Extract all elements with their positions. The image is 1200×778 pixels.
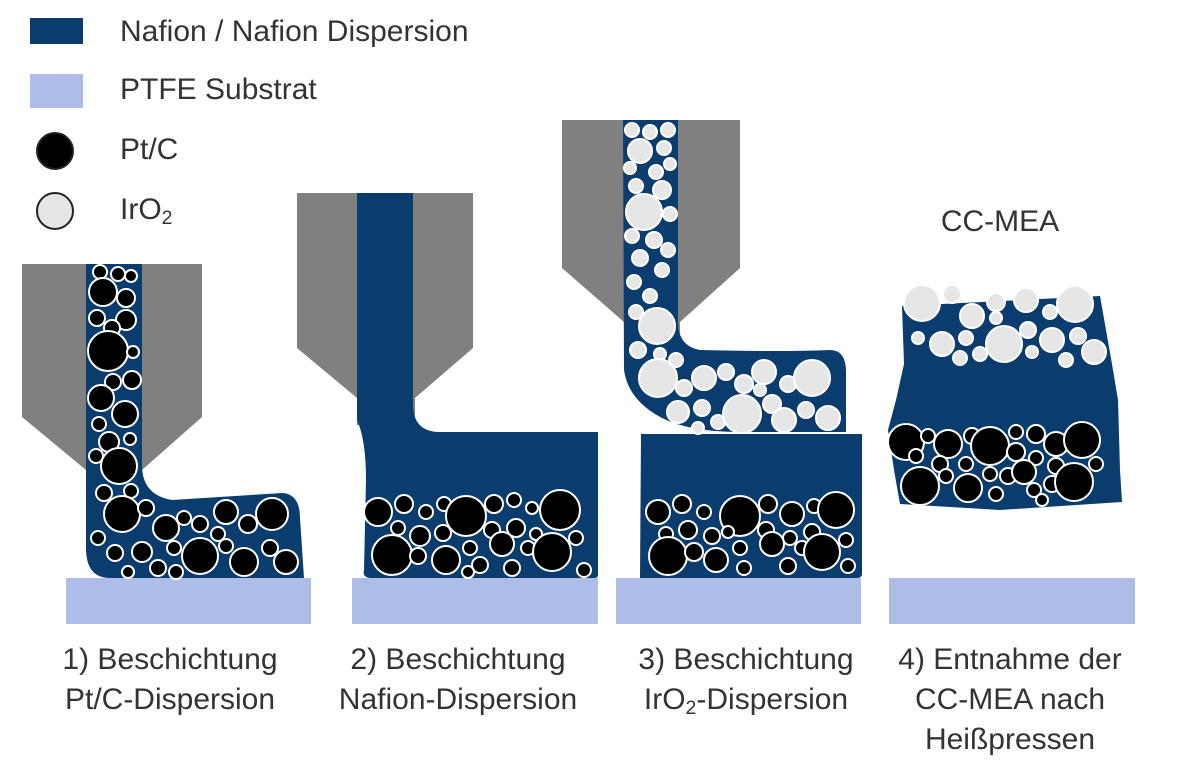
iro2-particles-3 [623,122,841,435]
nafion-swatch [30,18,83,44]
cc-mea-ptc-particles [887,421,1104,507]
ptc-particle-swatch [36,132,74,170]
ptfe-substrate-2 [352,578,598,624]
legend-item-ptfe: PTFE Substrat [30,70,550,110]
step-4-drawing [887,284,1122,510]
cc-mea-iro2-particles [903,284,1107,368]
step-2-caption-line2: Nafion-Dispersion [338,683,578,716]
step-2-caption-line1: 2) Beschichtung [350,643,566,676]
ptfe-substrate-1 [66,578,311,624]
ptfe-substrate-3 [616,578,861,624]
cc-mea-label: CC-MEA [940,205,1060,238]
step-3-caption: 3) Beschichtung IrO2-Dispersion [614,640,878,720]
step-2-caption: 2) Beschichtung Nafion-Dispersion [318,640,598,720]
step-1-caption-line1: 1) Beschichtung [62,643,278,676]
step-4-caption-line2: CC-MEA nach [914,683,1106,716]
legend-label-ptfe: PTFE Substrat [120,73,317,106]
nafion-stream-1 [86,264,304,578]
step-1-caption-line2: Pt/C-Dispersion [64,683,276,716]
step-4-caption-line3: Heißpressen [924,723,1096,756]
nafion-stream-2 [357,193,598,578]
step-3-drawing [562,120,862,578]
step-2-drawing [297,193,598,579]
legend-item-nafion: Nafion / Nafion Dispersion [30,12,550,52]
step-1-caption: 1) Beschichtung Pt/C-Dispersion [40,640,300,720]
step-4-caption-line1: 4) Entnahme der [898,643,1122,676]
ptc-particles-1 [87,264,299,580]
iro2-particle-swatch [36,192,74,230]
ptfe-swatch [30,74,83,108]
ptfe-substrate-4 [889,578,1135,624]
ptc-particles-3 [645,491,856,576]
ptc-particles-2 [363,489,592,579]
legend-label-ptc: Pt/C [120,133,179,166]
legend-label-iro2: IrO2 [120,193,173,229]
step-3-caption-line2: IrO2-Dispersion [643,683,849,719]
step-1-drawing [22,264,304,580]
legend-label-nafion: Nafion / Nafion Dispersion [120,15,469,48]
step-4-caption: 4) Entnahme der CC-MEA nach Heißpressen [878,640,1142,760]
step-3-caption-line1: 3) Beschichtung [638,643,854,676]
legend-item-ptc: Pt/C [30,130,550,170]
legend-item-iro2: IrO2 [30,190,550,230]
